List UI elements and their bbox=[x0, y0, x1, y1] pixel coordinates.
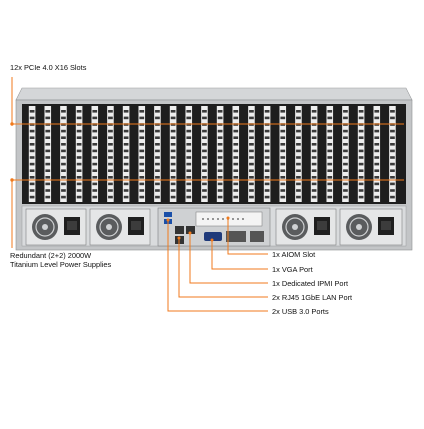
io-panel bbox=[157, 207, 271, 247]
lan-port-icon bbox=[175, 226, 184, 234]
vga-port-icon bbox=[204, 232, 222, 241]
chassis-top-panel bbox=[15, 87, 413, 101]
callout-lines bbox=[10, 77, 404, 312]
pcie-bracket bbox=[169, 106, 177, 202]
pcie-bracket bbox=[91, 106, 99, 202]
usb-port-icon bbox=[164, 212, 172, 217]
pcie-slots-label: 12x PCIe 4.0 X16 Slots bbox=[10, 63, 87, 72]
pcie-bracket bbox=[201, 106, 208, 202]
pcie-bracket bbox=[310, 106, 318, 202]
pcie-bracket bbox=[60, 106, 67, 202]
pcie-bracket bbox=[326, 106, 334, 202]
callout-line-aiom bbox=[227, 218, 268, 255]
callout-line-vga bbox=[211, 240, 268, 270]
psu-label-line-1: Redundant (2+2) 2000W bbox=[10, 251, 92, 260]
pcie-bracket bbox=[373, 106, 381, 202]
pcie-bracket bbox=[248, 106, 255, 202]
psu-label: Redundant (2+2) 2000W Titanium Level Pow… bbox=[10, 251, 111, 269]
pcie-bracket bbox=[295, 106, 302, 202]
pcie-bracket bbox=[263, 106, 271, 202]
pcie-bracket bbox=[216, 106, 224, 202]
power-supply-2 bbox=[89, 208, 151, 246]
power-supply-1 bbox=[25, 208, 87, 246]
pcie-bracket bbox=[75, 106, 83, 202]
callout-line-lan bbox=[178, 238, 268, 298]
aiom-label: 1x AIOM Slot bbox=[272, 250, 316, 259]
pcie-bracket bbox=[154, 106, 161, 202]
ipmi-port-icon bbox=[186, 226, 195, 234]
pcie-bracket bbox=[389, 106, 396, 202]
lan-label: 2x RJ45 1GbE LAN Port bbox=[272, 293, 353, 302]
pcie-bracket bbox=[185, 106, 193, 202]
pcie-bracket-group bbox=[28, 106, 396, 202]
pcie-bracket bbox=[44, 106, 52, 202]
vga-label: 1x VGA Port bbox=[272, 265, 313, 274]
pcie-bracket bbox=[107, 106, 114, 202]
pcie-bracket bbox=[279, 106, 287, 202]
power-supply-4 bbox=[339, 208, 403, 246]
power-supply-3 bbox=[275, 208, 337, 246]
pcie-bracket bbox=[138, 106, 146, 202]
pcie-bracket bbox=[122, 106, 130, 202]
pcie-bracket bbox=[357, 106, 365, 202]
psu-label-line-2: Titanium Level Power Supplies bbox=[10, 260, 112, 269]
pcie-slot-area bbox=[22, 104, 406, 204]
callout-line-usb bbox=[167, 220, 268, 312]
callout-line-ipmi bbox=[189, 233, 268, 284]
pcie-bracket bbox=[232, 106, 240, 202]
pcie-bracket bbox=[342, 106, 349, 202]
usb-label: 2x USB 3.0 Ports bbox=[272, 307, 329, 316]
ipmi-label: 1x Dedicated IPMI Port bbox=[272, 279, 348, 288]
pcie-bracket bbox=[28, 106, 36, 202]
